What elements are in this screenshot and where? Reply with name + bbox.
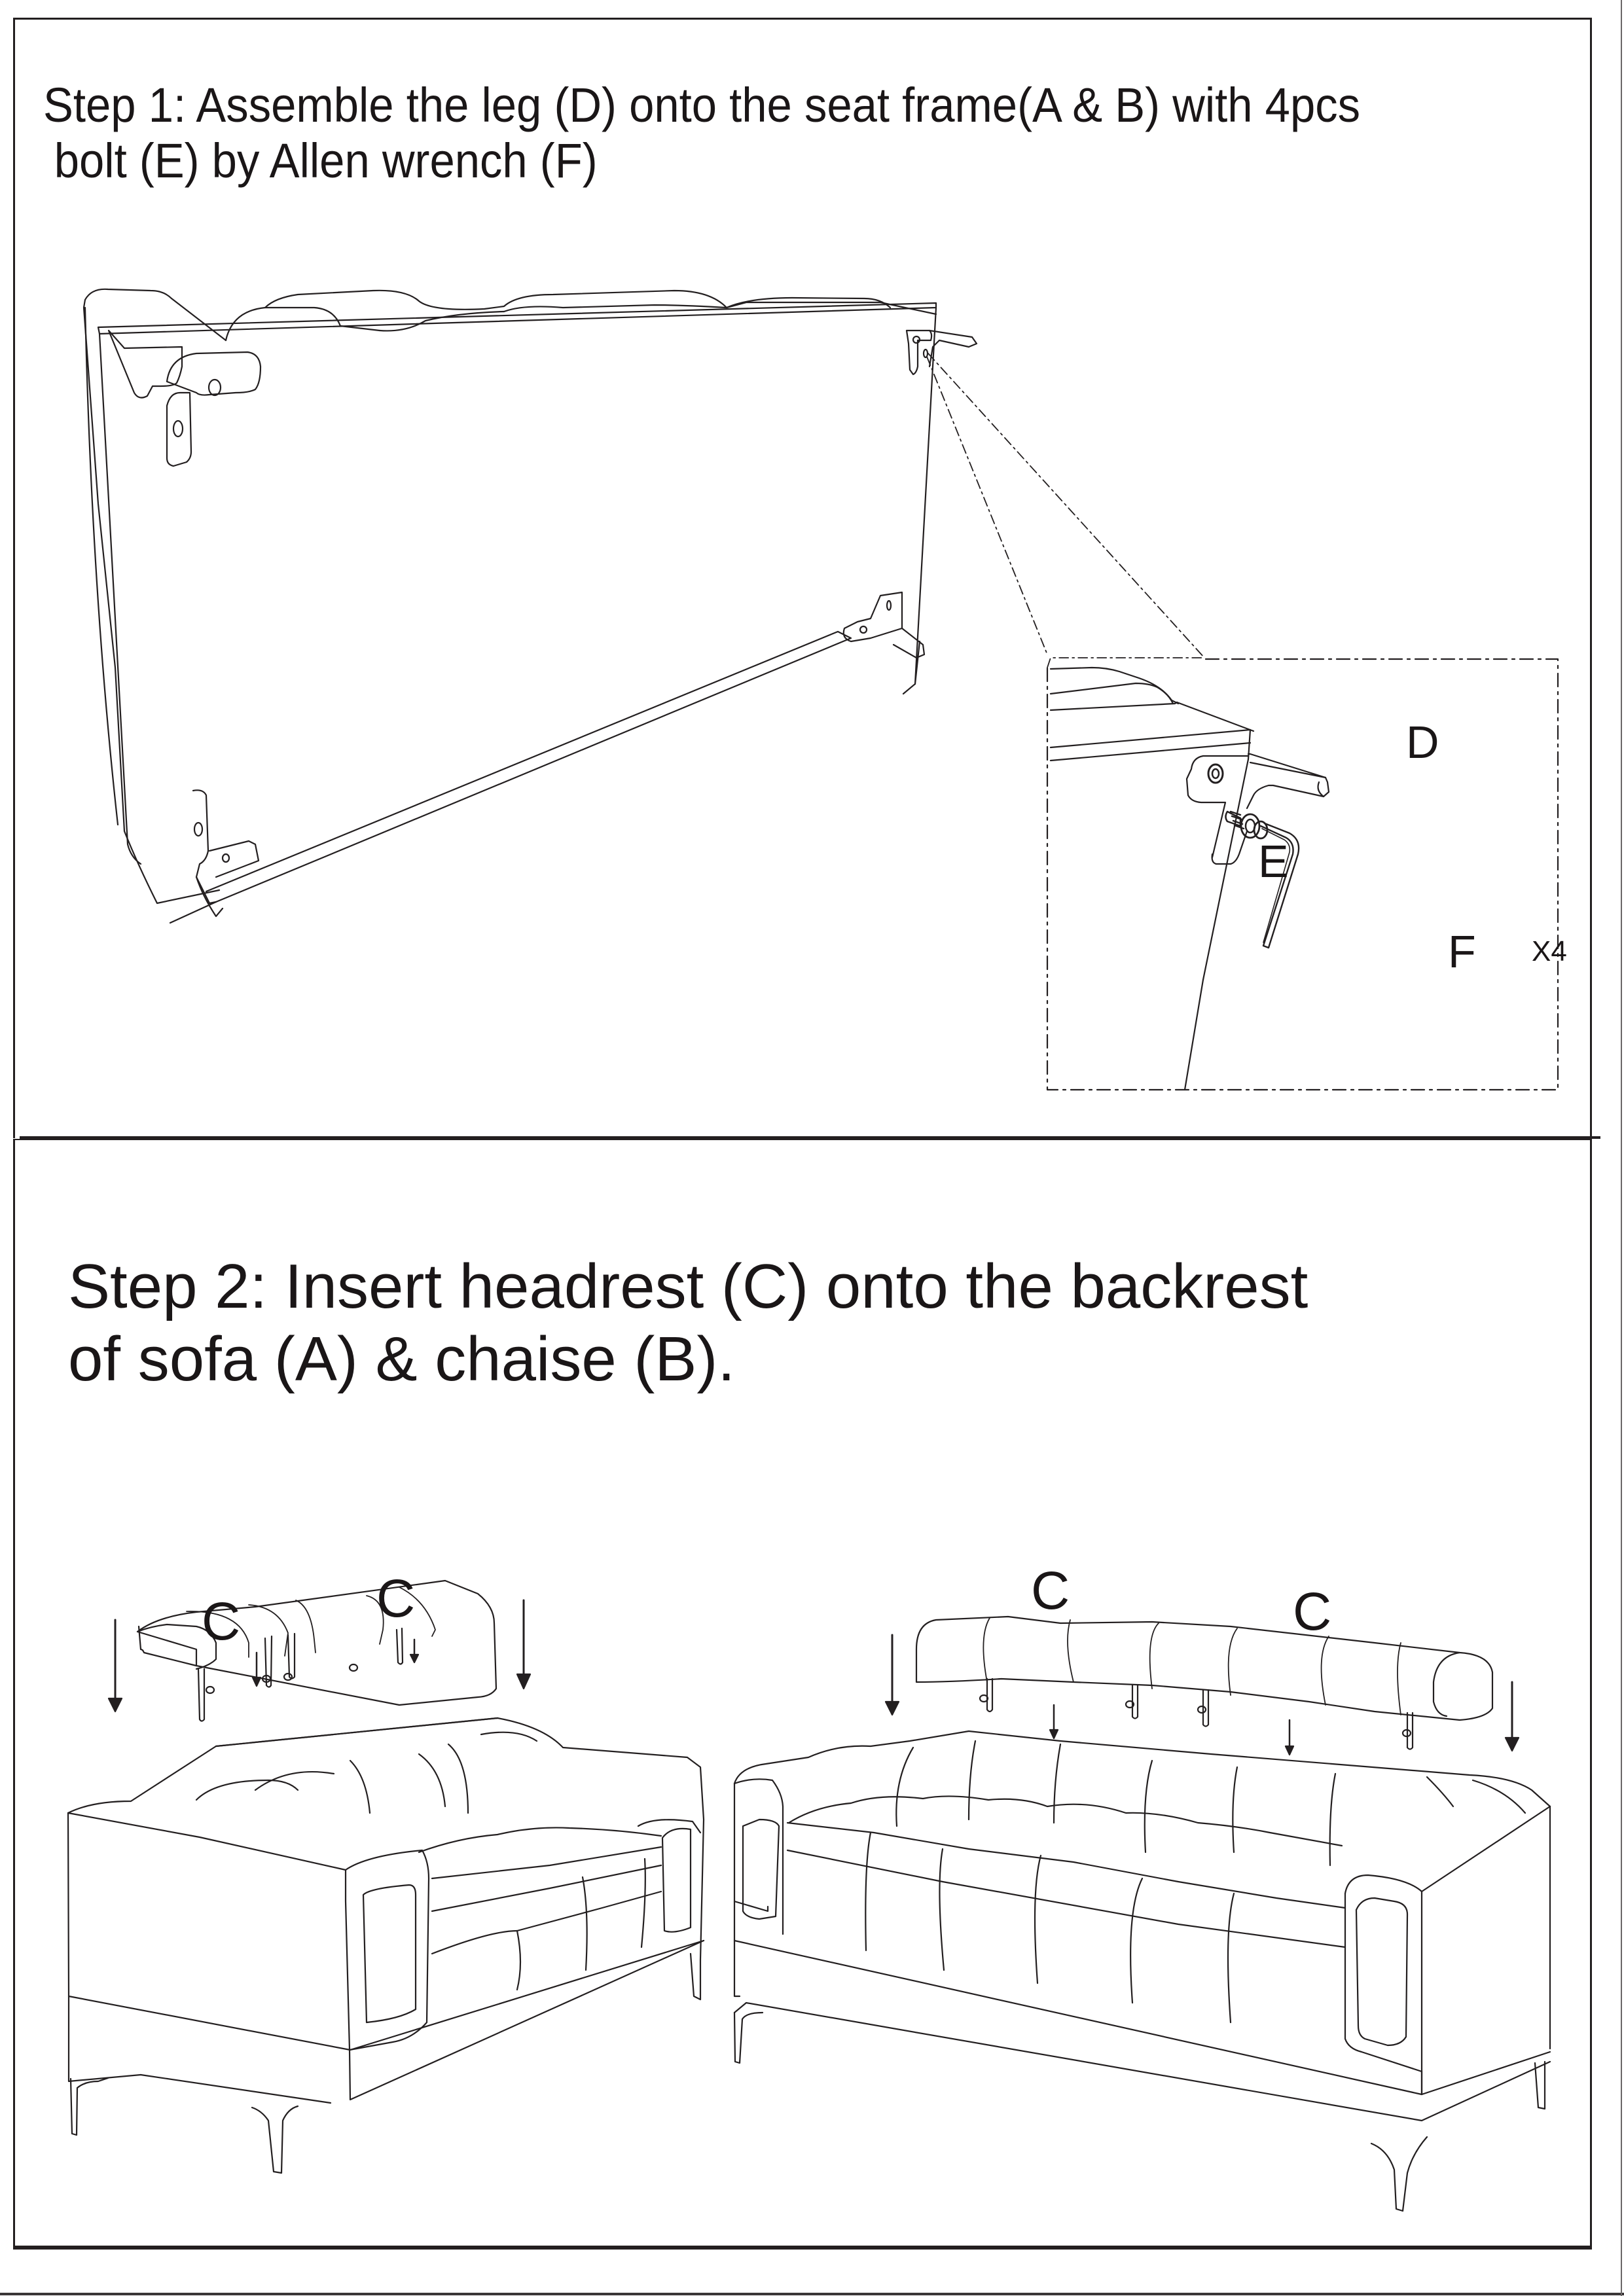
seat-frame-illustration	[84, 289, 1204, 923]
label-bolt-e: E	[1258, 836, 1289, 887]
page-bottom-edge	[0, 2293, 1624, 2295]
label-leg-d: D	[1406, 717, 1439, 768]
left-headrest-label-1: C	[202, 1592, 240, 1651]
step2-panel	[13, 1139, 1592, 2250]
right-sofa-illustration	[734, 1617, 1550, 2211]
left-sofa-illustration	[68, 1581, 704, 2173]
right-headrest-label-2: C	[1293, 1582, 1331, 1641]
step1-title: Step 1: Assemble the leg (D) onto the se…	[43, 77, 1360, 188]
right-headrest-label-1: C	[1031, 1561, 1070, 1621]
left-headrest-label-2: C	[376, 1569, 415, 1628]
label-quantity: X4	[1532, 935, 1567, 967]
page-right-edge	[1621, 0, 1622, 2296]
callout-leg-assembly	[1051, 668, 1329, 1090]
label-wrench-f: F	[1448, 926, 1476, 977]
step2-title: Step 2: Insert headrest (C) onto the bac…	[68, 1250, 1308, 1396]
step2-title-line1: Step 2: Insert headrest (C) onto the bac…	[68, 1251, 1308, 1321]
step1-title-line1: Step 1: Assemble the leg (D) onto the se…	[43, 78, 1361, 132]
detail-callout-box	[1047, 658, 1558, 1090]
step1-title-line2: bolt (E) by Allen wrench (F)	[54, 134, 598, 188]
step2-title-line2: of sofa (A) & chaise (B).	[68, 1324, 736, 1395]
step1-panel	[13, 18, 1592, 1138]
section-divider	[20, 1136, 1600, 1139]
